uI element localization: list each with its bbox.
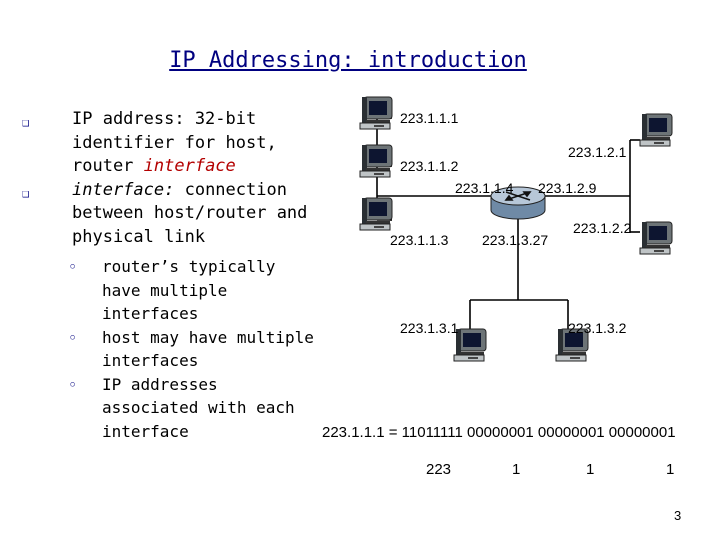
octet-label: 223 bbox=[426, 461, 452, 478]
octet-label: 1 bbox=[512, 461, 521, 478]
bullet-interface: ❑ interface: connection between host/rou… bbox=[22, 179, 322, 250]
octet-label: 1 bbox=[666, 461, 675, 478]
host-computer-icon bbox=[359, 144, 393, 178]
bullet-text: IP address: 32-bit identifier for host, … bbox=[72, 109, 277, 176]
subbullet-marker-icon: ◦ bbox=[68, 258, 78, 276]
subbullet-marker-icon: ◦ bbox=[68, 375, 78, 394]
label-223-1-3-2: 223.1.3.2 bbox=[568, 320, 627, 336]
label-223-1-3-1: 223.1.3.1 bbox=[400, 320, 459, 336]
label-223-1-2-2: 223.1.2.2 bbox=[573, 220, 632, 236]
subbullet-text: IP addresses associated with each interf… bbox=[102, 374, 295, 441]
bullet-text: connection between host/router and physi… bbox=[72, 179, 308, 247]
label-223-1-1-1: 223.1.1.1 bbox=[400, 110, 459, 126]
slide-title: IP Addressing: introduction bbox=[169, 48, 527, 73]
label-223-1-1-4: 223.1.1.4 bbox=[455, 180, 514, 196]
label-223-1-2-1: 223.1.2.1 bbox=[568, 144, 627, 160]
label-223-1-3-27: 223.1.3.27 bbox=[482, 232, 549, 248]
subbullet-host: ◦ host may have multiple interfaces bbox=[22, 326, 322, 373]
binary-address-line: 223.1.1.1 = 11011111 00000001 00000001 0… bbox=[322, 424, 676, 441]
bullet-emphasis: interface bbox=[143, 156, 236, 176]
host-computer-icon bbox=[639, 113, 673, 147]
bullet-list: ❑ IP address: 32-bit identifier for host… bbox=[22, 108, 322, 443]
octet-label: 1 bbox=[586, 461, 595, 478]
label-223-1-1-2: 223.1.1.2 bbox=[400, 158, 459, 174]
subbullet-addresses: ◦ IP addresses associated with each inte… bbox=[22, 373, 322, 444]
bullet-marker-icon: ❑ bbox=[22, 115, 30, 129]
subbullet-router: ◦ router’s typically have multiple inter… bbox=[22, 255, 322, 326]
label-223-1-1-3: 223.1.1.3 bbox=[390, 232, 449, 248]
host-computer-icon bbox=[359, 197, 393, 231]
bullet-marker-icon: ❑ bbox=[22, 185, 30, 200]
page-number: 3 bbox=[674, 508, 682, 523]
bullet-emphasis: interface: bbox=[72, 179, 175, 200]
subbullet-text: router’s typically have multiple interfa… bbox=[102, 257, 276, 323]
host-computer-icon bbox=[453, 328, 487, 362]
bullet-ip-address: ❑ IP address: 32-bit identifier for host… bbox=[22, 108, 322, 179]
host-computer-icon bbox=[359, 96, 393, 130]
host-computer-icon bbox=[639, 221, 673, 255]
subbullet-text: host may have multiple interfaces bbox=[102, 327, 314, 371]
router-icon bbox=[490, 186, 546, 220]
label-223-1-2-9: 223.1.2.9 bbox=[538, 180, 597, 196]
subbullet-marker-icon: ◦ bbox=[68, 328, 78, 347]
